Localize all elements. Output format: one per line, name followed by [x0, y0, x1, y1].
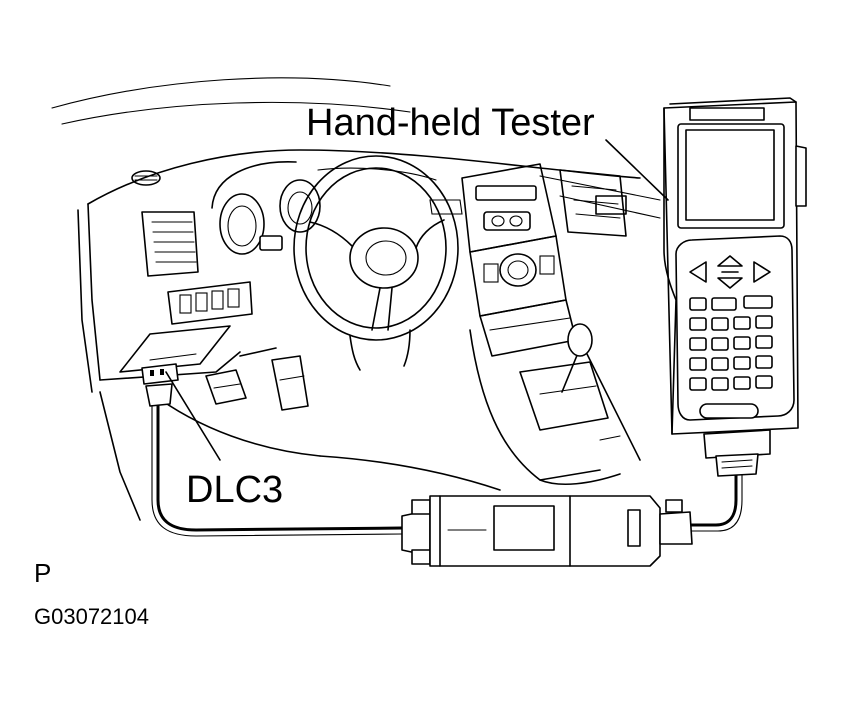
steering-wheel: [293, 155, 463, 371]
interface-module: [401, 495, 693, 567]
tester-cable: [688, 472, 738, 527]
arrow-left-icon: [689, 261, 707, 283]
dlc3-cable: [156, 404, 404, 532]
center-stack: [461, 163, 627, 357]
hand-held-tester: [663, 97, 807, 477]
tester-body: [663, 101, 799, 435]
arrow-right-icon: [753, 261, 771, 283]
pedals: [99, 347, 501, 521]
defroster-vent: [131, 170, 161, 186]
figure-id-label: G03072104: [34, 604, 149, 629]
dashboard-top: [87, 149, 541, 205]
center-console: [469, 323, 641, 486]
tester-screen-bezel: [677, 123, 785, 229]
tester-label: Hand-held Tester: [306, 102, 595, 144]
dlc3-port: [141, 363, 179, 407]
shift-knob: [567, 323, 593, 357]
tester-bottom-slot: [699, 403, 759, 419]
cables: [151, 404, 743, 537]
tester-cable-connector: [703, 429, 771, 459]
left-air-vent: [141, 211, 199, 277]
instrument-cluster: [211, 161, 321, 255]
dlc3-label: DLC3: [186, 469, 283, 511]
windshield-edge: [51, 77, 391, 109]
switch-panel: [167, 281, 253, 325]
view-code-label: P: [34, 558, 51, 588]
tester-screen: [685, 129, 775, 221]
tester-keypad: [689, 295, 773, 391]
arrow-down-icon: [717, 277, 743, 289]
dlc3-leader-line: [165, 371, 221, 461]
arrow-up-icon: [717, 255, 743, 267]
vehicle-interior: [51, 77, 661, 521]
tester-leader-line: [605, 139, 669, 201]
